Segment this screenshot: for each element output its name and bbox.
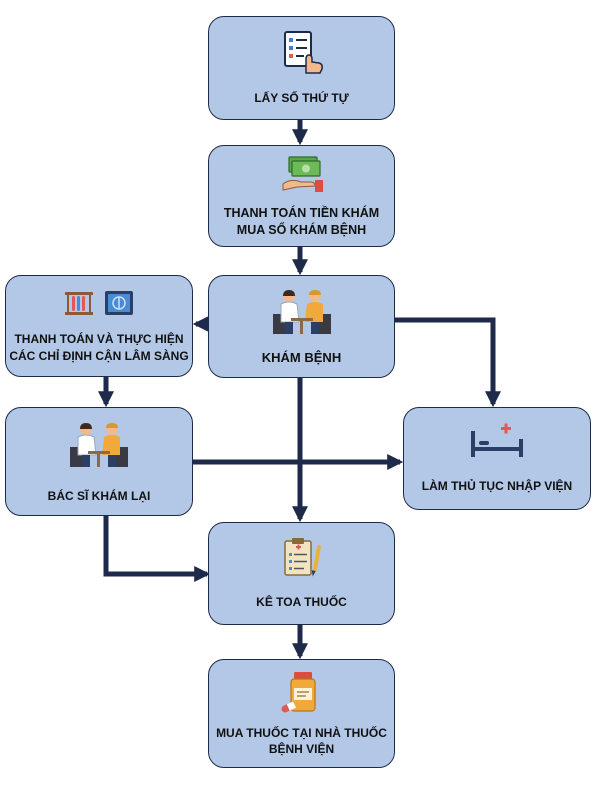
medicine-bottle-icon bbox=[279, 670, 325, 719]
step-medical-exam: KHÁM BỆNH bbox=[208, 275, 395, 378]
lab-equipment-icon bbox=[61, 288, 137, 323]
checklist-hand-icon bbox=[279, 29, 325, 80]
prescription-clipboard-icon bbox=[279, 537, 325, 584]
step-label: LẤY SỐ THỨ TỰ bbox=[254, 91, 349, 106]
step-label: KÊ TOA THUỐC bbox=[256, 594, 347, 609]
hospital-bed-icon bbox=[467, 423, 527, 464]
step-label: KHÁM BỆNH bbox=[261, 350, 342, 366]
step-label: LÀM THỦ TỤC NHẬP VIỆN bbox=[421, 478, 573, 493]
step-hospital-pharmacy: MUA THUỐC TẠI NHÀ THUỐC BỆNH VIỆN bbox=[208, 659, 395, 768]
step-paraclinical-tests: THANH TOÁN VÀ THỰC HIỆN CÁC CHỈ ĐỊNH CẬN… bbox=[5, 275, 193, 377]
arrow-reexam-to-prescribe bbox=[103, 516, 211, 583]
step-prescription: KÊ TOA THUỐC bbox=[208, 522, 395, 625]
step-take-queue-number: LẤY SỐ THỨ TỰ bbox=[208, 16, 395, 120]
step-doctor-reexam: BÁC SĨ KHÁM LẠI bbox=[5, 407, 193, 516]
doctor-patient-icon bbox=[267, 286, 337, 343]
arrow-exam-to-admit bbox=[395, 317, 502, 408]
doctor-patient-icon bbox=[64, 419, 134, 476]
step-label: THANH TOÁN VÀ THỰC HIỆN CÁC CHỈ ĐỊNH CẬN… bbox=[9, 332, 189, 363]
money-hand-icon bbox=[279, 154, 325, 199]
step-label: MUA THUỐC TẠI NHÀ THUỐC BỆNH VIỆN bbox=[216, 725, 387, 756]
step-hospital-admission: LÀM THỦ TỤC NHẬP VIỆN bbox=[403, 407, 591, 510]
step-label: BÁC SĨ KHÁM LẠI bbox=[47, 488, 151, 503]
step-label: THANH TOÁN TIỀN KHÁM MUA SỔ KHÁM BỆNH bbox=[223, 205, 380, 237]
step-pay-exam-fee: THANH TOÁN TIỀN KHÁM MUA SỔ KHÁM BỆNH bbox=[208, 145, 395, 247]
